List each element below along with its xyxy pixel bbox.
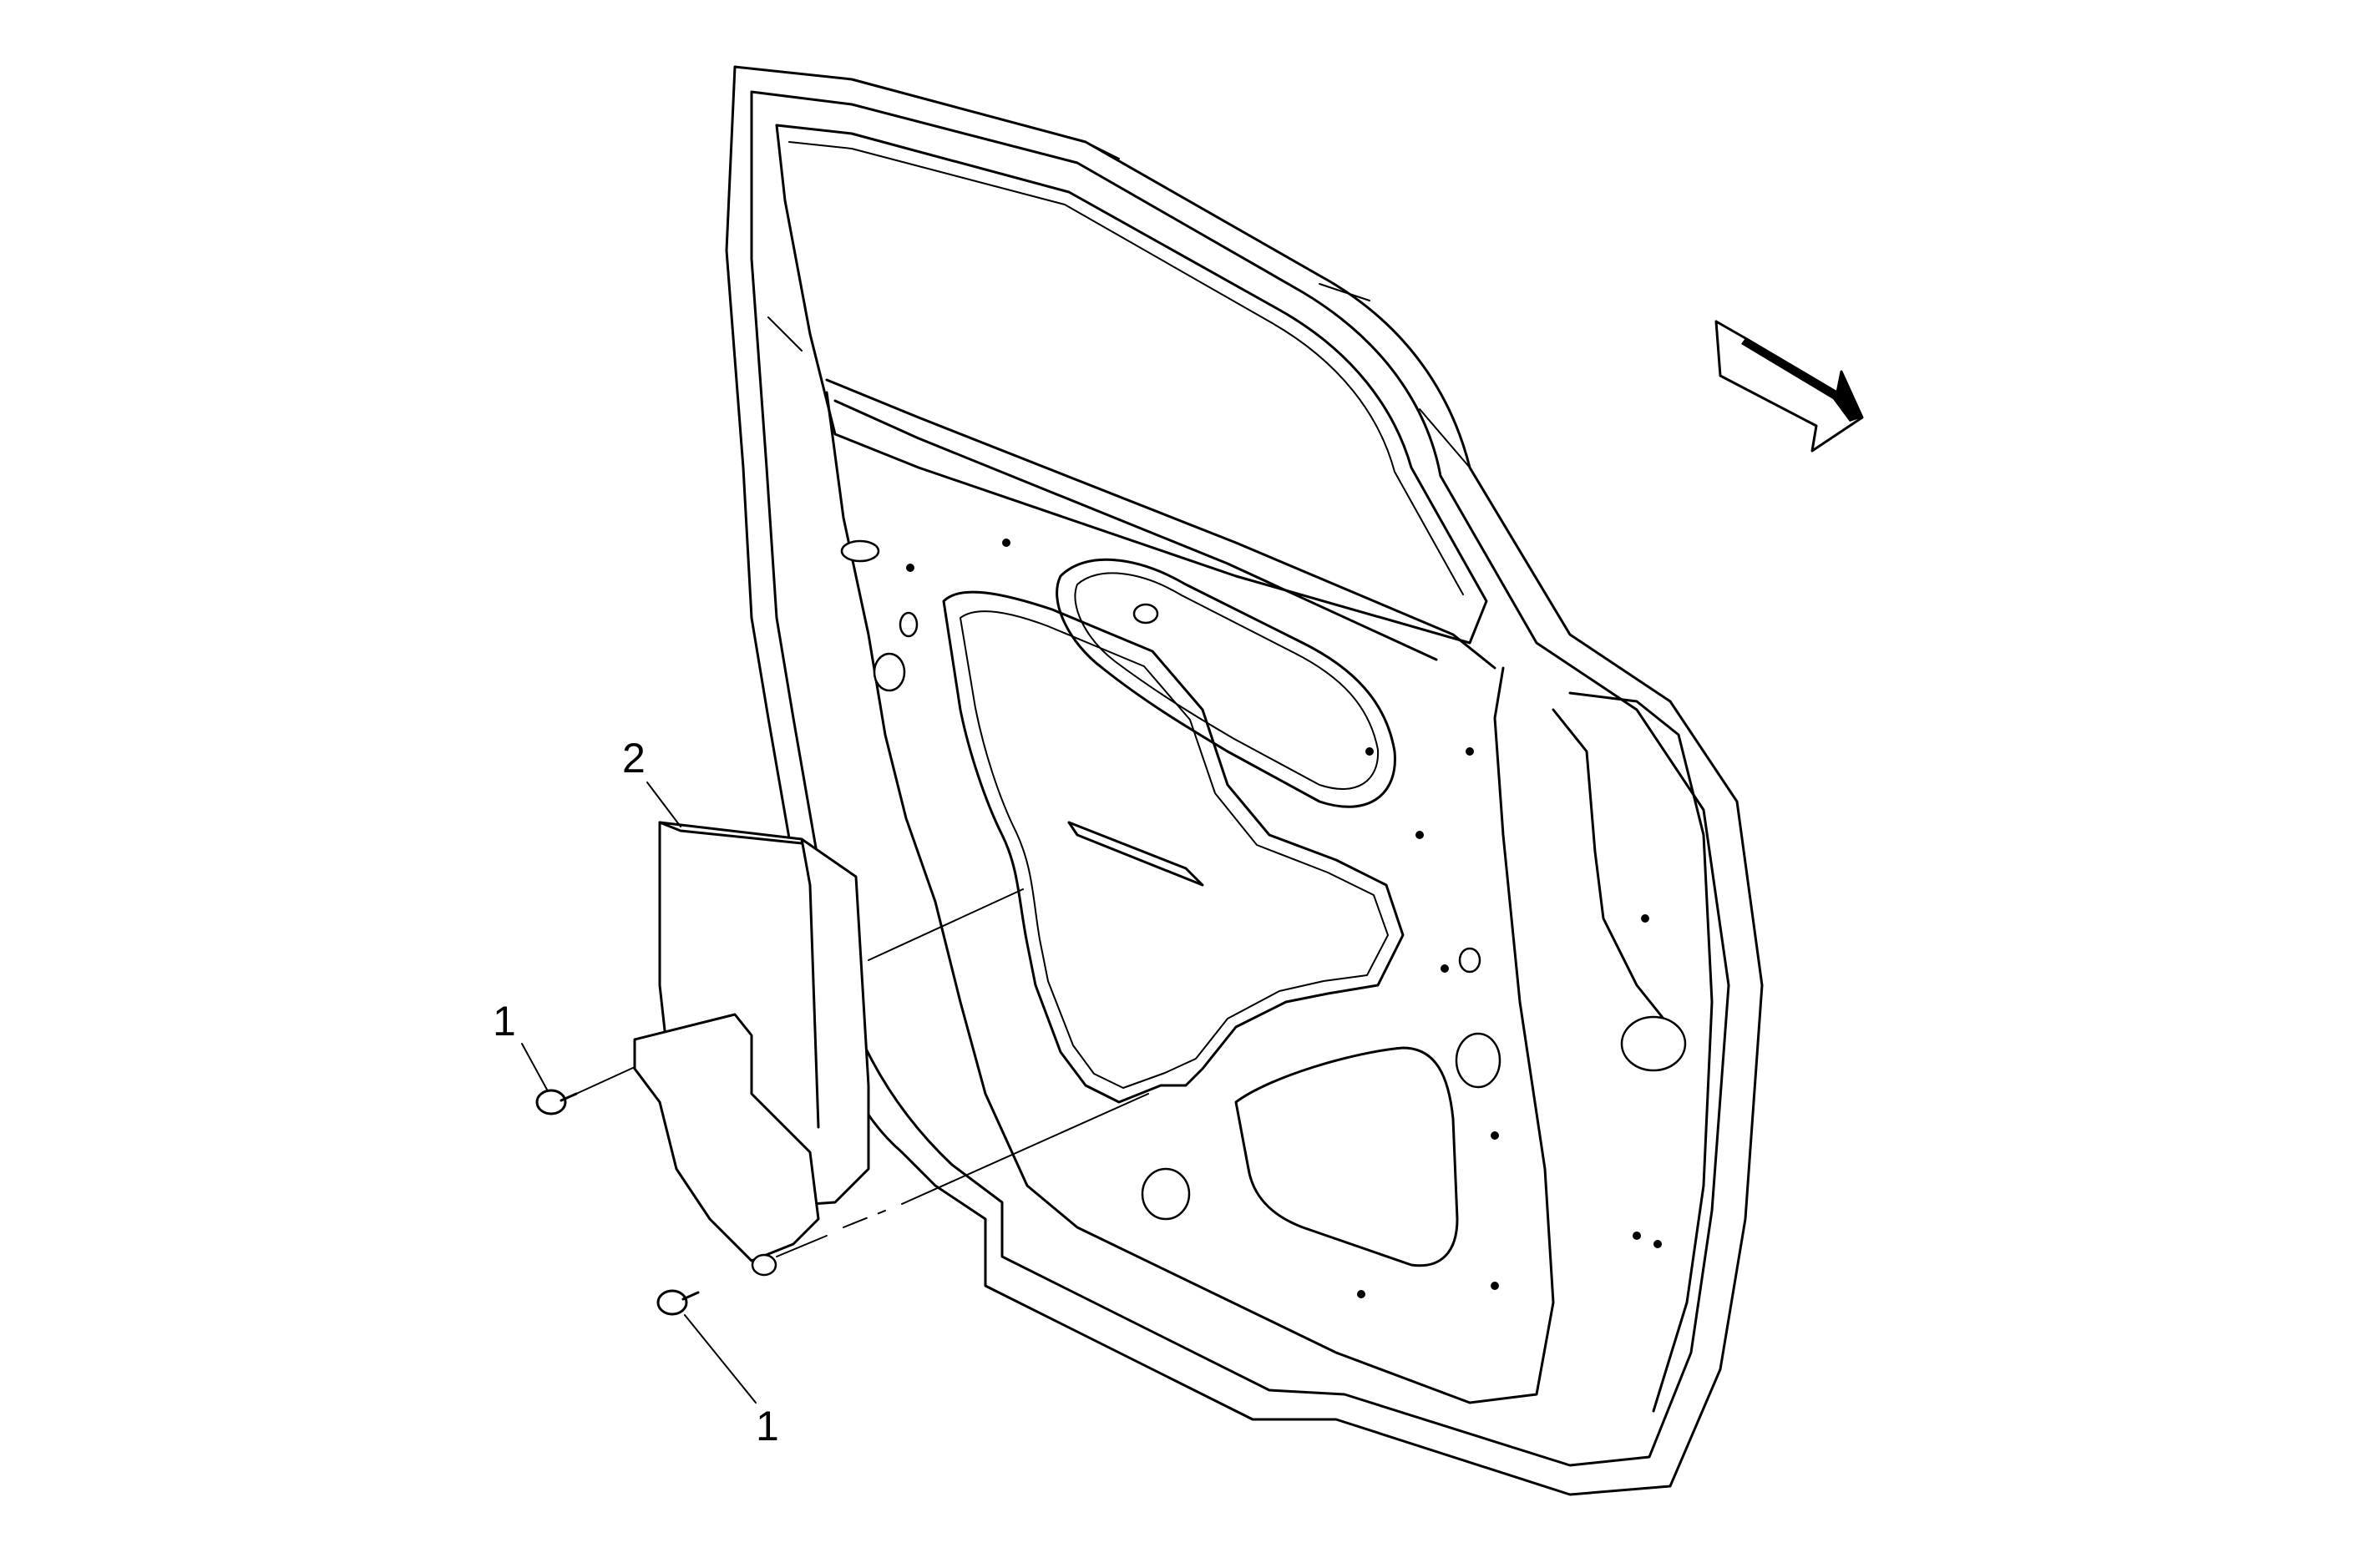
insulator-part xyxy=(633,821,870,1277)
fastener-bottom-part xyxy=(656,1289,700,1316)
callout-insulator: 2 xyxy=(622,735,646,782)
installation-lines xyxy=(575,888,1149,1257)
front-of-vehicle-arrow-icon xyxy=(1714,320,1864,453)
leader-lines xyxy=(521,782,757,1404)
rear-door-inner-panel xyxy=(725,65,1764,1496)
callout-fastener-top: 1 xyxy=(493,998,516,1045)
callout-fastener-bottom: 1 xyxy=(756,1403,779,1449)
fastener-top-part xyxy=(535,1089,578,1115)
